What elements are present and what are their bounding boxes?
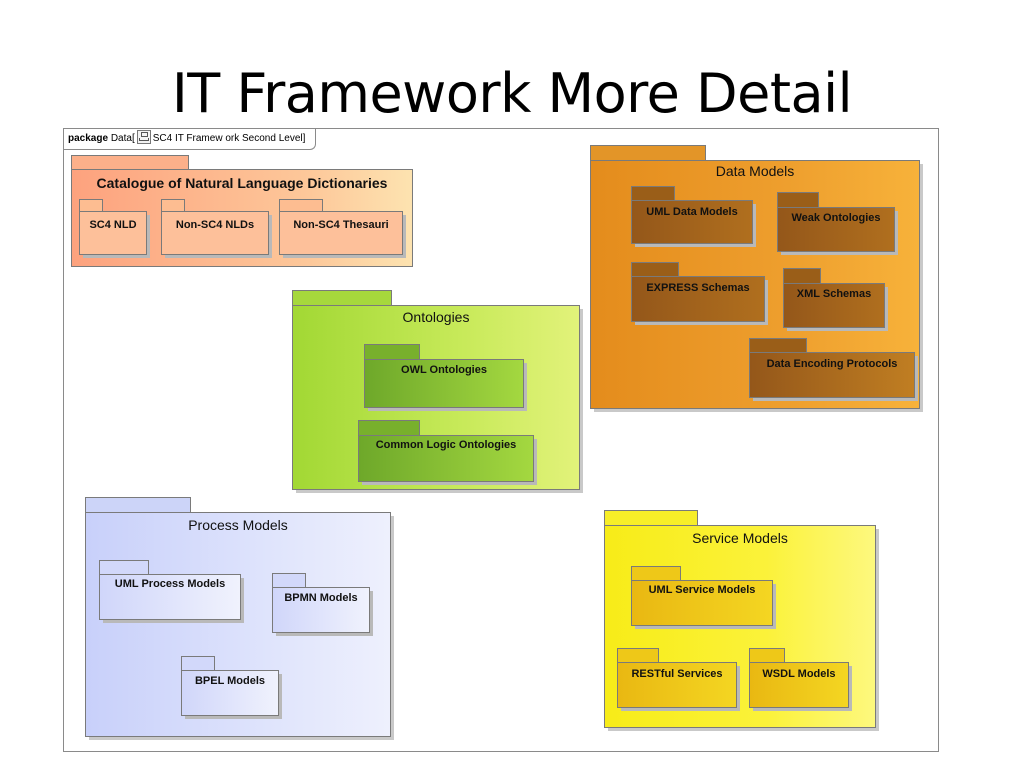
package-owl-ontologies[interactable]: OWL Ontologies <box>364 344 528 412</box>
package-title: UML Service Models <box>648 584 756 596</box>
package-title: Catalogue of Natural Language Dictionari… <box>96 175 388 191</box>
package-title: Service Models <box>692 530 788 546</box>
package-title: WSDL Models <box>762 668 836 680</box>
diagram-icon <box>136 130 151 144</box>
package-title: OWL Ontologies <box>401 364 487 376</box>
package-express-schemas[interactable]: EXPRESS Schemas <box>631 262 769 326</box>
package-title: RESTful Services <box>631 668 723 680</box>
package-title: SC4 NLD <box>89 219 137 231</box>
package-common-logic-ontologies[interactable]: Common Logic Ontologies <box>358 420 538 486</box>
package-restful-services[interactable]: RESTful Services <box>617 648 741 712</box>
package-sc4-nld[interactable]: SC4 NLD <box>79 199 151 259</box>
package-uml-data-models[interactable]: UML Data Models <box>631 186 757 248</box>
package-title: Process Models <box>188 517 288 533</box>
package-title: BPEL Models <box>194 675 266 687</box>
package-data-encoding-protocols[interactable]: Data Encoding Protocols <box>749 338 919 402</box>
package-title: Data Encoding Protocols <box>766 358 898 370</box>
package-non-sc4-thesauri[interactable]: Non-SC4 Thesauri <box>279 199 407 259</box>
frame-keyword: package <box>68 133 109 144</box>
frame-name: Data <box>110 133 132 144</box>
package-xml-schemas[interactable]: XML Schemas <box>783 268 889 332</box>
package-uml-process-models[interactable]: UML Process Models <box>99 560 245 624</box>
package-bpmn-models[interactable]: BPMN Models <box>272 573 374 637</box>
package-title: BPMN Models <box>284 592 358 604</box>
package-title: Weak Ontologies <box>791 212 881 224</box>
package-uml-service-models[interactable]: UML Service Models <box>631 566 777 630</box>
frame-header: package Data[SC4 IT Framew ork Second Le… <box>64 129 317 150</box>
package-title: XML Schemas <box>796 288 872 300</box>
package-title: Non-SC4 NLDs <box>175 219 255 231</box>
package-title: Common Logic Ontologies <box>375 439 517 451</box>
package-title: EXPRESS Schemas <box>646 282 750 294</box>
frame-diagram-name: SC4 IT Framew ork Second Level <box>152 133 303 144</box>
package-title: UML Data Models <box>646 206 738 218</box>
package-non-sc4-nlds[interactable]: Non-SC4 NLDs <box>161 199 273 259</box>
package-title: Data Models <box>715 163 795 179</box>
package-title: Ontologies <box>402 309 470 325</box>
slide-title: IT Framework More Detail <box>171 62 853 125</box>
package-title: UML Process Models <box>114 578 226 590</box>
package-wsdl-models[interactable]: WSDL Models <box>749 648 853 712</box>
package-bpel-models[interactable]: BPEL Models <box>181 656 283 720</box>
package-title: Non-SC4 Thesauri <box>293 219 389 231</box>
package-weak-ontologies[interactable]: Weak Ontologies <box>777 192 899 256</box>
